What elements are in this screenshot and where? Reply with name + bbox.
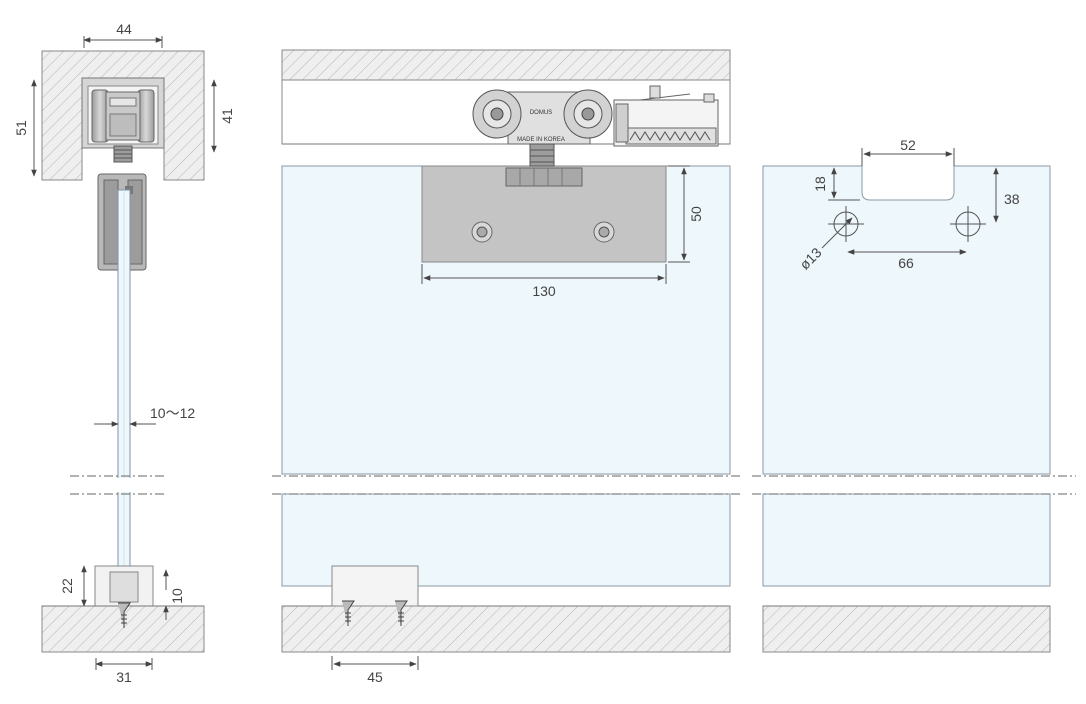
front-view: DOMUS MADE IN KOREA bbox=[272, 49, 740, 685]
ceiling-hatch bbox=[41, 50, 205, 181]
dim-10-12: 10〜12 bbox=[150, 405, 195, 421]
dim-31: 31 bbox=[116, 669, 132, 685]
dim-52: 52 bbox=[900, 137, 916, 153]
dim-38: 38 bbox=[1004, 191, 1020, 207]
roller-origin-label: MADE IN KOREA bbox=[517, 137, 565, 143]
floor-hatch-cutout bbox=[762, 605, 1051, 653]
dim-18: 18 bbox=[812, 176, 828, 192]
floor-stop bbox=[331, 565, 419, 607]
dim-51: 51 bbox=[13, 120, 29, 136]
glass-cutout-view: 52 18 38 66 ø13 bbox=[752, 137, 1076, 653]
glass-panel-cutout-top bbox=[762, 165, 1051, 475]
soft-close-damper bbox=[613, 85, 719, 147]
dim-45: 45 bbox=[367, 669, 383, 685]
roller-carriage: DOMUS MADE IN KOREA bbox=[472, 89, 613, 167]
dim-66: 66 bbox=[898, 255, 914, 271]
dim-41: 41 bbox=[219, 108, 235, 124]
glass-panel-cutout-bottom bbox=[762, 493, 1051, 587]
dim-22: 22 bbox=[59, 578, 75, 594]
ceiling-hatch-front bbox=[281, 49, 731, 81]
floor-hatch-front bbox=[281, 605, 731, 653]
side-section-view: 44 51 41 10〜12 22 10 31 bbox=[13, 21, 235, 685]
dim-44: 44 bbox=[116, 21, 132, 37]
roller-brand-label: DOMUS bbox=[530, 110, 552, 116]
dim-50: 50 bbox=[688, 206, 704, 222]
dim-10: 10 bbox=[169, 588, 185, 604]
dim-130: 130 bbox=[532, 283, 556, 299]
